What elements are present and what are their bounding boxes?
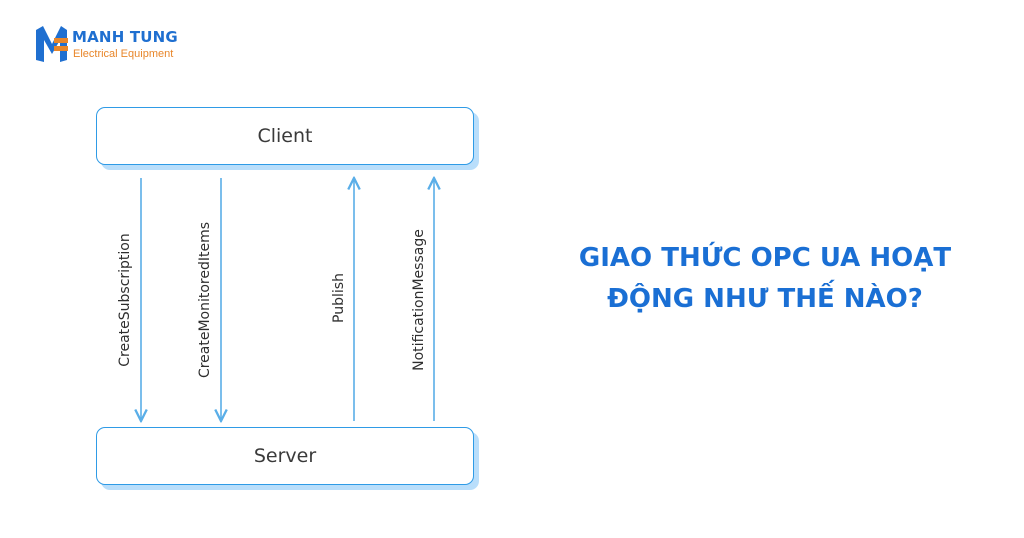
server-box: Server xyxy=(96,427,474,485)
headline: GIAO THỨC OPC UA HOẠT ĐỘNG NHƯ THẾ NÀO? xyxy=(530,238,1000,320)
brand-name: MANH TUNG xyxy=(72,28,178,46)
client-box: Client xyxy=(96,107,474,165)
headline-line-2: ĐỘNG NHƯ THẾ NÀO? xyxy=(607,284,923,314)
brand-tagline: Electrical Equipment xyxy=(73,48,174,60)
label-publish: Publish xyxy=(331,273,347,323)
label-create-subscription: CreateSubscription xyxy=(117,233,133,367)
server-label: Server xyxy=(253,445,317,467)
label-notification-message: NotificationMessage xyxy=(411,229,427,371)
client-label: Client xyxy=(257,125,313,147)
label-create-monitored-items: CreateMonitoredItems xyxy=(197,221,213,379)
brand-logo: MANH TUNG Electrical Equipment xyxy=(34,24,194,66)
brand-mark-icon xyxy=(36,26,68,62)
headline-line-1: GIAO THỨC OPC UA HOẠT xyxy=(578,243,952,273)
